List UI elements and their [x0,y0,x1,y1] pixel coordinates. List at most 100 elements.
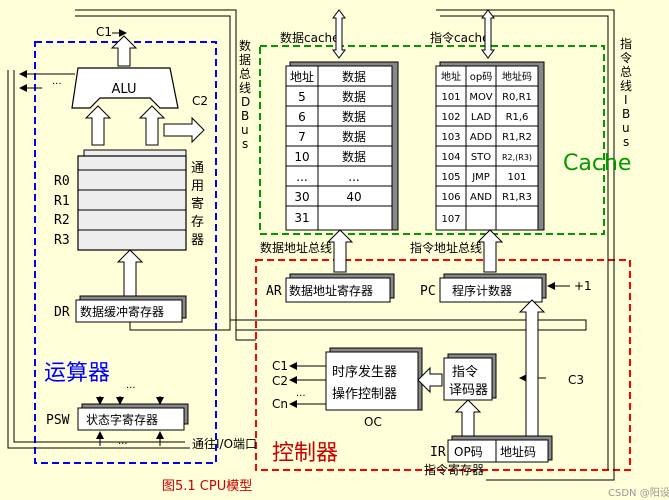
svg-text:线: 线 [239,81,251,95]
data-cache-cell: ... [296,170,307,184]
ir-op: OP码 [454,445,483,459]
instr-cache-cell: AND [470,192,492,203]
data-cache-cell: ... [348,170,359,184]
psw-abbr: PSW [46,413,70,428]
data-cache-bus-arrow [332,9,346,59]
svg-text:I: I [624,93,628,107]
pc-label: 程序计数器 [452,283,512,298]
data-cache-header-addr: 地址 [290,70,314,84]
data-cache-cell: 7 [298,130,306,144]
instr-cache-cell: R0,R1 [502,92,532,103]
alu-c1-label: C1 [96,25,112,39]
general-registers-label: 通 用 寄 存 器 [191,161,204,248]
pc-box [439,277,543,303]
data-cache-cell: 数据 [342,149,366,164]
register-r3: R3 [54,233,70,248]
psw-dots-top: ... [126,380,136,391]
timing-signal-c2: C2 [272,374,288,388]
svg-text:存: 存 [191,215,204,230]
svg-text:器: 器 [191,233,204,248]
svg-text:总: 总 [239,67,251,81]
alu-shape [71,67,179,109]
svg-text:u: u [622,121,630,135]
instr-cache-cell: 105 [441,172,460,183]
instr-cache-cell: 101 [507,172,526,183]
alu-input-right-arrow [138,105,166,146]
timing-signal-c1: C1 [272,359,288,373]
data-cache-cell: 30 [294,190,309,204]
svg-text:B: B [241,109,249,123]
data-cache-cell: 40 [346,190,361,204]
data-cache-header-data: 数据 [342,69,366,84]
instr-cache-cell: R1,R3 [502,192,532,203]
alu-section-box [34,41,217,464]
svg-text:u: u [241,123,249,137]
data-cache-cell: 数据 [342,129,366,144]
instr-addr-bus-arrow [476,229,504,273]
ir-to-decoder-arrow [454,399,482,439]
alu-output-arrow [110,35,138,67]
ir-to-pc-arrow [518,299,546,439]
alu-label: ALU [111,82,136,97]
dr-label: 数据缓冲寄存器 [80,304,164,319]
instr-cache-cell: 101 [441,92,460,103]
ir-addr: 地址码 [500,445,536,459]
decoder-to-controller-arrow [417,366,443,394]
timing-dots: ... [296,388,306,399]
alu-dots: ... [52,76,62,87]
data-addr-bus-label: 数据地址总线 [260,240,332,255]
svg-text:通: 通 [191,161,204,176]
ir-abbr: IR [430,445,446,460]
top-bus [7,9,615,481]
svg-text:s: s [242,137,248,151]
instr-addr-bus-label: 指令地址总线 [410,240,482,255]
cache-section-box [259,45,605,235]
register-r1: R1 [54,194,70,209]
data-cache-cell: 数据 [342,89,366,104]
decoder-line1: 指令 [452,365,478,380]
data-cache-cell: 数据 [342,109,366,124]
timing-oc: OC [364,415,382,429]
instr-cache-header: op码 [470,71,492,83]
control-section-box [255,259,631,471]
pc-plus-one: +1 [574,279,592,293]
data-bus-label: 数 据 总 线 D B u s [239,38,251,151]
svg-text:B: B [622,107,630,121]
ir-label: 指令寄存器 [424,462,484,477]
psw-box [77,407,185,431]
svg-text:总: 总 [620,65,632,79]
svg-text:D: D [241,95,250,109]
alu-c2-label: C2 [192,94,208,108]
svg-text:线: 线 [620,79,632,93]
instr-cache-cell: JMP [471,172,490,183]
instr-cache-cell: R1,R2 [502,132,532,143]
timing-controller-box [325,351,419,411]
register-r0: R0 [54,174,70,189]
svg-text:指: 指 [620,36,632,51]
instr-cache-header: 地址 [441,70,461,83]
instr-cache-cell: 103 [441,132,460,143]
instr-cache-header: 地址码 [502,70,532,83]
cache-label: Cache [563,151,631,176]
svg-text:s: s [623,135,629,149]
instr-cache-cell: R1,6 [506,112,529,123]
ir-box [447,439,549,463]
instr-cache-cell: 102 [441,112,460,123]
decoder-line2: 译码器 [449,383,488,398]
timing-line2: 操作控制器 [332,386,397,402]
watermark: CSDN @阳设2333 [608,487,669,499]
instr-cache-cell: MOV [469,92,492,103]
register-r2: R2 [54,213,70,228]
decoder-box [443,357,493,401]
instr-cache-cell: 106 [441,192,460,203]
psw-label: 状态字寄存器 [86,412,158,427]
ar-abbr: AR [266,284,282,299]
ar-box [285,277,391,303]
svg-text:寄: 寄 [191,196,204,212]
alu-to-bus-arrow [163,116,205,144]
data-cache-table [285,65,393,231]
alu-input-left-arrow [84,105,112,146]
pc-abbr: PC [420,284,436,299]
timing-signal-cn: Cn [272,397,288,411]
